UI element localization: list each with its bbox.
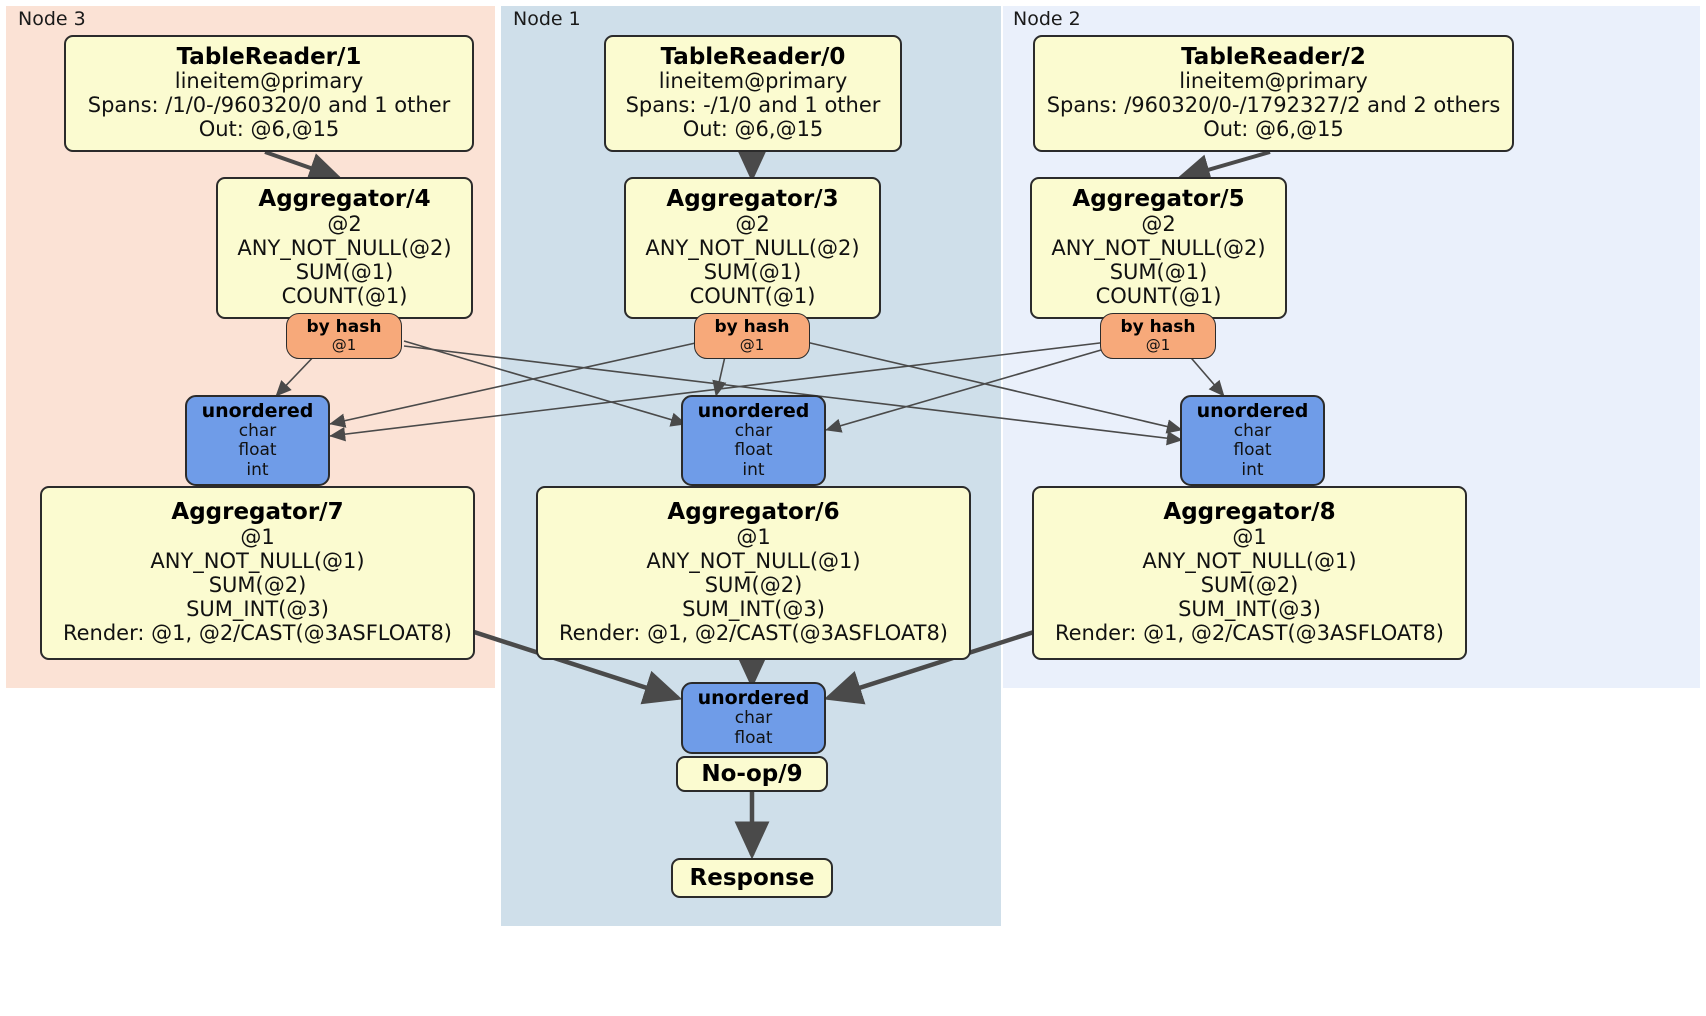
node-line: Render: @1, @2/CAST(@3ASFLOAT8) <box>62 620 453 645</box>
node-tablereader-0[interactable]: TableReader/0 lineitem@primary Spans: -/… <box>604 35 902 152</box>
node-line: lineitem@primary <box>1179 69 1368 94</box>
node-line: Out: @6,@15 <box>682 117 824 142</box>
node-title: Response <box>689 865 815 891</box>
node-title: TableReader/2 <box>1181 43 1366 70</box>
node-aggregator-7[interactable]: Aggregator/7 @1 ANY_NOT_NULL(@1) SUM(@2)… <box>40 486 475 660</box>
router-by-hash-right[interactable]: by hash @1 <box>1100 313 1216 359</box>
node-line: SUM(@2) <box>704 572 803 597</box>
stream-line: int <box>1241 459 1264 480</box>
node-line: lineitem@primary <box>174 69 364 94</box>
panel-node3-label: Node 3 <box>18 8 86 30</box>
panel-node1-label: Node 1 <box>513 8 581 30</box>
node-title: Aggregator/6 <box>667 499 840 526</box>
node-line: Render: @1, @2/CAST(@3ASFLOAT8) <box>558 620 949 645</box>
stream-line: int <box>246 459 269 480</box>
node-line: ANY_NOT_NULL(@2) <box>1051 235 1266 260</box>
node-line: ANY_NOT_NULL(@2) <box>645 235 860 260</box>
node-line: Render: @1, @2/CAST(@3ASFLOAT8) <box>1054 620 1445 645</box>
node-line: SUM(@2) <box>208 572 307 597</box>
stream-line: char <box>734 708 773 729</box>
node-line: lineitem@primary <box>658 69 848 94</box>
stream-unordered-final[interactable]: unordered char float <box>681 682 826 754</box>
node-line: @2 <box>327 212 362 236</box>
node-line: COUNT(@1) <box>281 283 408 308</box>
node-title: Aggregator/3 <box>666 186 839 213</box>
node-aggregator-4[interactable]: Aggregator/4 @2 ANY_NOT_NULL(@2) SUM(@1)… <box>216 177 473 319</box>
node-aggregator-6[interactable]: Aggregator/6 @1 ANY_NOT_NULL(@1) SUM(@2)… <box>536 486 971 660</box>
node-line: COUNT(@1) <box>689 283 816 308</box>
node-line: SUM_INT(@3) <box>186 596 329 621</box>
node-line: Spans: -/1/0 and 1 other <box>625 93 881 118</box>
stream-unordered-right[interactable]: unordered char float int <box>1180 395 1325 486</box>
panel-node2-label: Node 2 <box>1013 8 1081 30</box>
stream-line: float <box>734 440 773 461</box>
router-line: @1 <box>331 335 357 354</box>
stream-line: char <box>238 421 277 442</box>
node-aggregator-5[interactable]: Aggregator/5 @2 ANY_NOT_NULL(@2) SUM(@1)… <box>1030 177 1287 319</box>
router-line: @1 <box>739 335 765 354</box>
node-response[interactable]: Response <box>671 858 833 898</box>
node-title: TableReader/0 <box>660 43 846 70</box>
node-line: Out: @6,@15 <box>198 117 340 142</box>
node-line: @2 <box>735 212 770 236</box>
node-title: TableReader/1 <box>176 43 362 70</box>
router-line: @1 <box>1145 335 1171 354</box>
node-line: @2 <box>1141 212 1176 236</box>
stream-title: unordered <box>697 686 810 709</box>
node-line: Spans: /960320/0-/1792327/2 and 2 others <box>1046 93 1501 118</box>
node-line: Out: @6,@15 <box>1203 117 1344 142</box>
node-aggregator-3[interactable]: Aggregator/3 @2 ANY_NOT_NULL(@2) SUM(@1)… <box>624 177 881 319</box>
node-line: COUNT(@1) <box>1095 283 1222 308</box>
node-line: SUM(@1) <box>703 259 802 284</box>
node-line: SUM(@2) <box>1200 572 1299 597</box>
node-tablereader-1[interactable]: TableReader/1 lineitem@primary Spans: /1… <box>64 35 474 152</box>
stream-line: float <box>734 727 773 748</box>
node-line: ANY_NOT_NULL(@1) <box>150 548 365 573</box>
node-line: SUM_INT(@3) <box>682 596 825 621</box>
node-tablereader-2[interactable]: TableReader/2 lineitem@primary Spans: /9… <box>1033 35 1514 152</box>
node-line: Spans: /1/0-/960320/0 and 1 other <box>87 93 451 118</box>
node-line: ANY_NOT_NULL(@1) <box>646 548 861 573</box>
node-line: SUM(@1) <box>295 259 394 284</box>
node-title: Aggregator/5 <box>1072 186 1245 213</box>
stream-title: unordered <box>1196 399 1309 422</box>
node-line: @1 <box>736 525 771 550</box>
stream-title: unordered <box>697 399 810 422</box>
node-line: ANY_NOT_NULL(@2) <box>237 235 452 260</box>
router-by-hash-mid[interactable]: by hash @1 <box>694 313 810 359</box>
stream-line: char <box>734 421 773 442</box>
stream-unordered-mid[interactable]: unordered char float int <box>681 395 826 486</box>
node-line: @1 <box>240 525 275 550</box>
node-title: No-op/9 <box>701 761 803 787</box>
router-title: by hash <box>1120 316 1196 337</box>
node-title: Aggregator/8 <box>1163 499 1336 526</box>
stream-line: int <box>742 459 765 480</box>
node-noop-9[interactable]: No-op/9 <box>676 756 828 792</box>
node-title: Aggregator/7 <box>171 499 344 526</box>
node-line: SUM(@1) <box>1109 259 1208 284</box>
stream-line: float <box>238 440 277 461</box>
node-line: ANY_NOT_NULL(@1) <box>1142 548 1357 573</box>
stream-unordered-left[interactable]: unordered char float int <box>185 395 330 486</box>
stream-line: float <box>1233 440 1272 461</box>
stream-title: unordered <box>201 399 314 422</box>
node-line: SUM_INT(@3) <box>1178 596 1321 621</box>
router-title: by hash <box>714 316 790 337</box>
router-by-hash-left[interactable]: by hash @1 <box>286 313 402 359</box>
stream-line: char <box>1233 421 1272 442</box>
router-title: by hash <box>306 316 382 337</box>
node-title: Aggregator/4 <box>258 186 431 213</box>
node-line: @1 <box>1232 525 1267 550</box>
node-aggregator-8[interactable]: Aggregator/8 @1 ANY_NOT_NULL(@1) SUM(@2)… <box>1032 486 1467 660</box>
